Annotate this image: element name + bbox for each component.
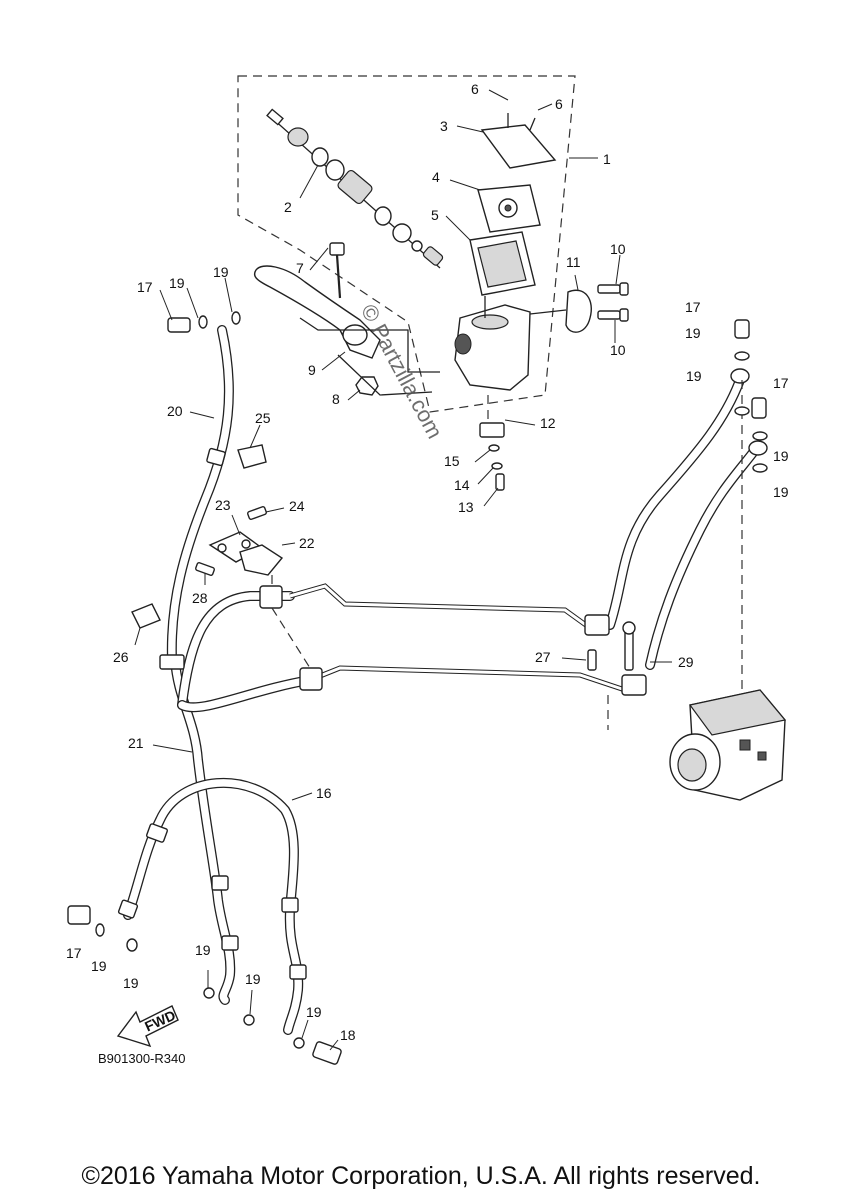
callout-17d: 17 — [66, 945, 82, 961]
callout-19b: 19 — [213, 264, 229, 280]
callout-6b: 6 — [555, 96, 563, 112]
callout-4: 4 — [432, 169, 440, 185]
callout-8: 8 — [332, 391, 340, 407]
brake-lever — [253, 242, 440, 396]
callout-21: 21 — [128, 735, 144, 751]
callout-9: 9 — [308, 362, 316, 378]
brackets — [131, 444, 636, 671]
master-cylinder-body — [454, 296, 531, 391]
callout-6a: 6 — [471, 81, 479, 97]
callout-19d: 19 — [686, 368, 702, 384]
callout-17c: 17 — [773, 375, 789, 391]
callout-12: 12 — [540, 415, 556, 431]
callout-18: 18 — [340, 1027, 356, 1043]
callout-26: 26 — [113, 649, 129, 665]
abs-unit — [607, 689, 787, 801]
brake-hose-16 — [117, 777, 307, 1035]
brake-hose-20 — [166, 325, 234, 665]
callout-23: 23 — [215, 497, 231, 513]
callout-19a: 19 — [169, 275, 185, 291]
callout-28: 28 — [192, 590, 208, 606]
callout-20: 20 — [167, 403, 183, 419]
callout-13: 13 — [458, 499, 474, 515]
callout-3: 3 — [440, 118, 448, 134]
callout-1: 1 — [603, 151, 611, 167]
fwd-arrow-icon: FWD — [116, 1005, 179, 1048]
callout-19g: 19 — [91, 958, 107, 974]
callout-17a: 17 — [137, 279, 153, 295]
clamp-and-bolts — [529, 282, 629, 333]
reservoir-cap — [469, 113, 557, 296]
callout-19c: 19 — [685, 325, 701, 341]
callout-25: 25 — [255, 410, 271, 426]
reference-code: B901300-R340 — [98, 1051, 186, 1066]
callout-24: 24 — [289, 498, 305, 514]
abs-hoses — [584, 368, 768, 700]
callout-15: 15 — [444, 453, 460, 469]
callout-16: 16 — [316, 785, 332, 801]
assembly-boundary — [237, 75, 576, 413]
callout-19j: 19 — [245, 971, 261, 987]
callout-29: 29 — [678, 654, 694, 670]
callout-22: 22 — [299, 535, 315, 551]
callout-19i: 19 — [195, 942, 211, 958]
union-bolts — [67, 311, 768, 1065]
fwd-label: FWD — [142, 1007, 178, 1035]
callout-19e: 19 — [773, 448, 789, 464]
callout-10a: 10 — [610, 241, 626, 257]
callout-14: 14 — [454, 477, 470, 493]
callout-5: 5 — [431, 207, 439, 223]
callout-7: 7 — [296, 260, 304, 276]
leader-lines — [134, 89, 672, 1051]
callout-19f: 19 — [773, 484, 789, 500]
brake-switch — [479, 395, 505, 491]
piston-kit — [266, 108, 444, 269]
callout-19k: 19 — [306, 1004, 322, 1020]
callout-17b: 17 — [685, 299, 701, 315]
copyright-notice: ©2016 Yamaha Motor Corporation, U.S.A. A… — [81, 1162, 761, 1190]
callout-2: 2 — [284, 199, 292, 215]
brake-pipes — [159, 560, 626, 713]
callout-10b: 10 — [610, 342, 626, 358]
callout-19h: 19 — [123, 975, 139, 991]
callout-27: 27 — [535, 649, 551, 665]
callout-11: 11 — [566, 254, 581, 270]
